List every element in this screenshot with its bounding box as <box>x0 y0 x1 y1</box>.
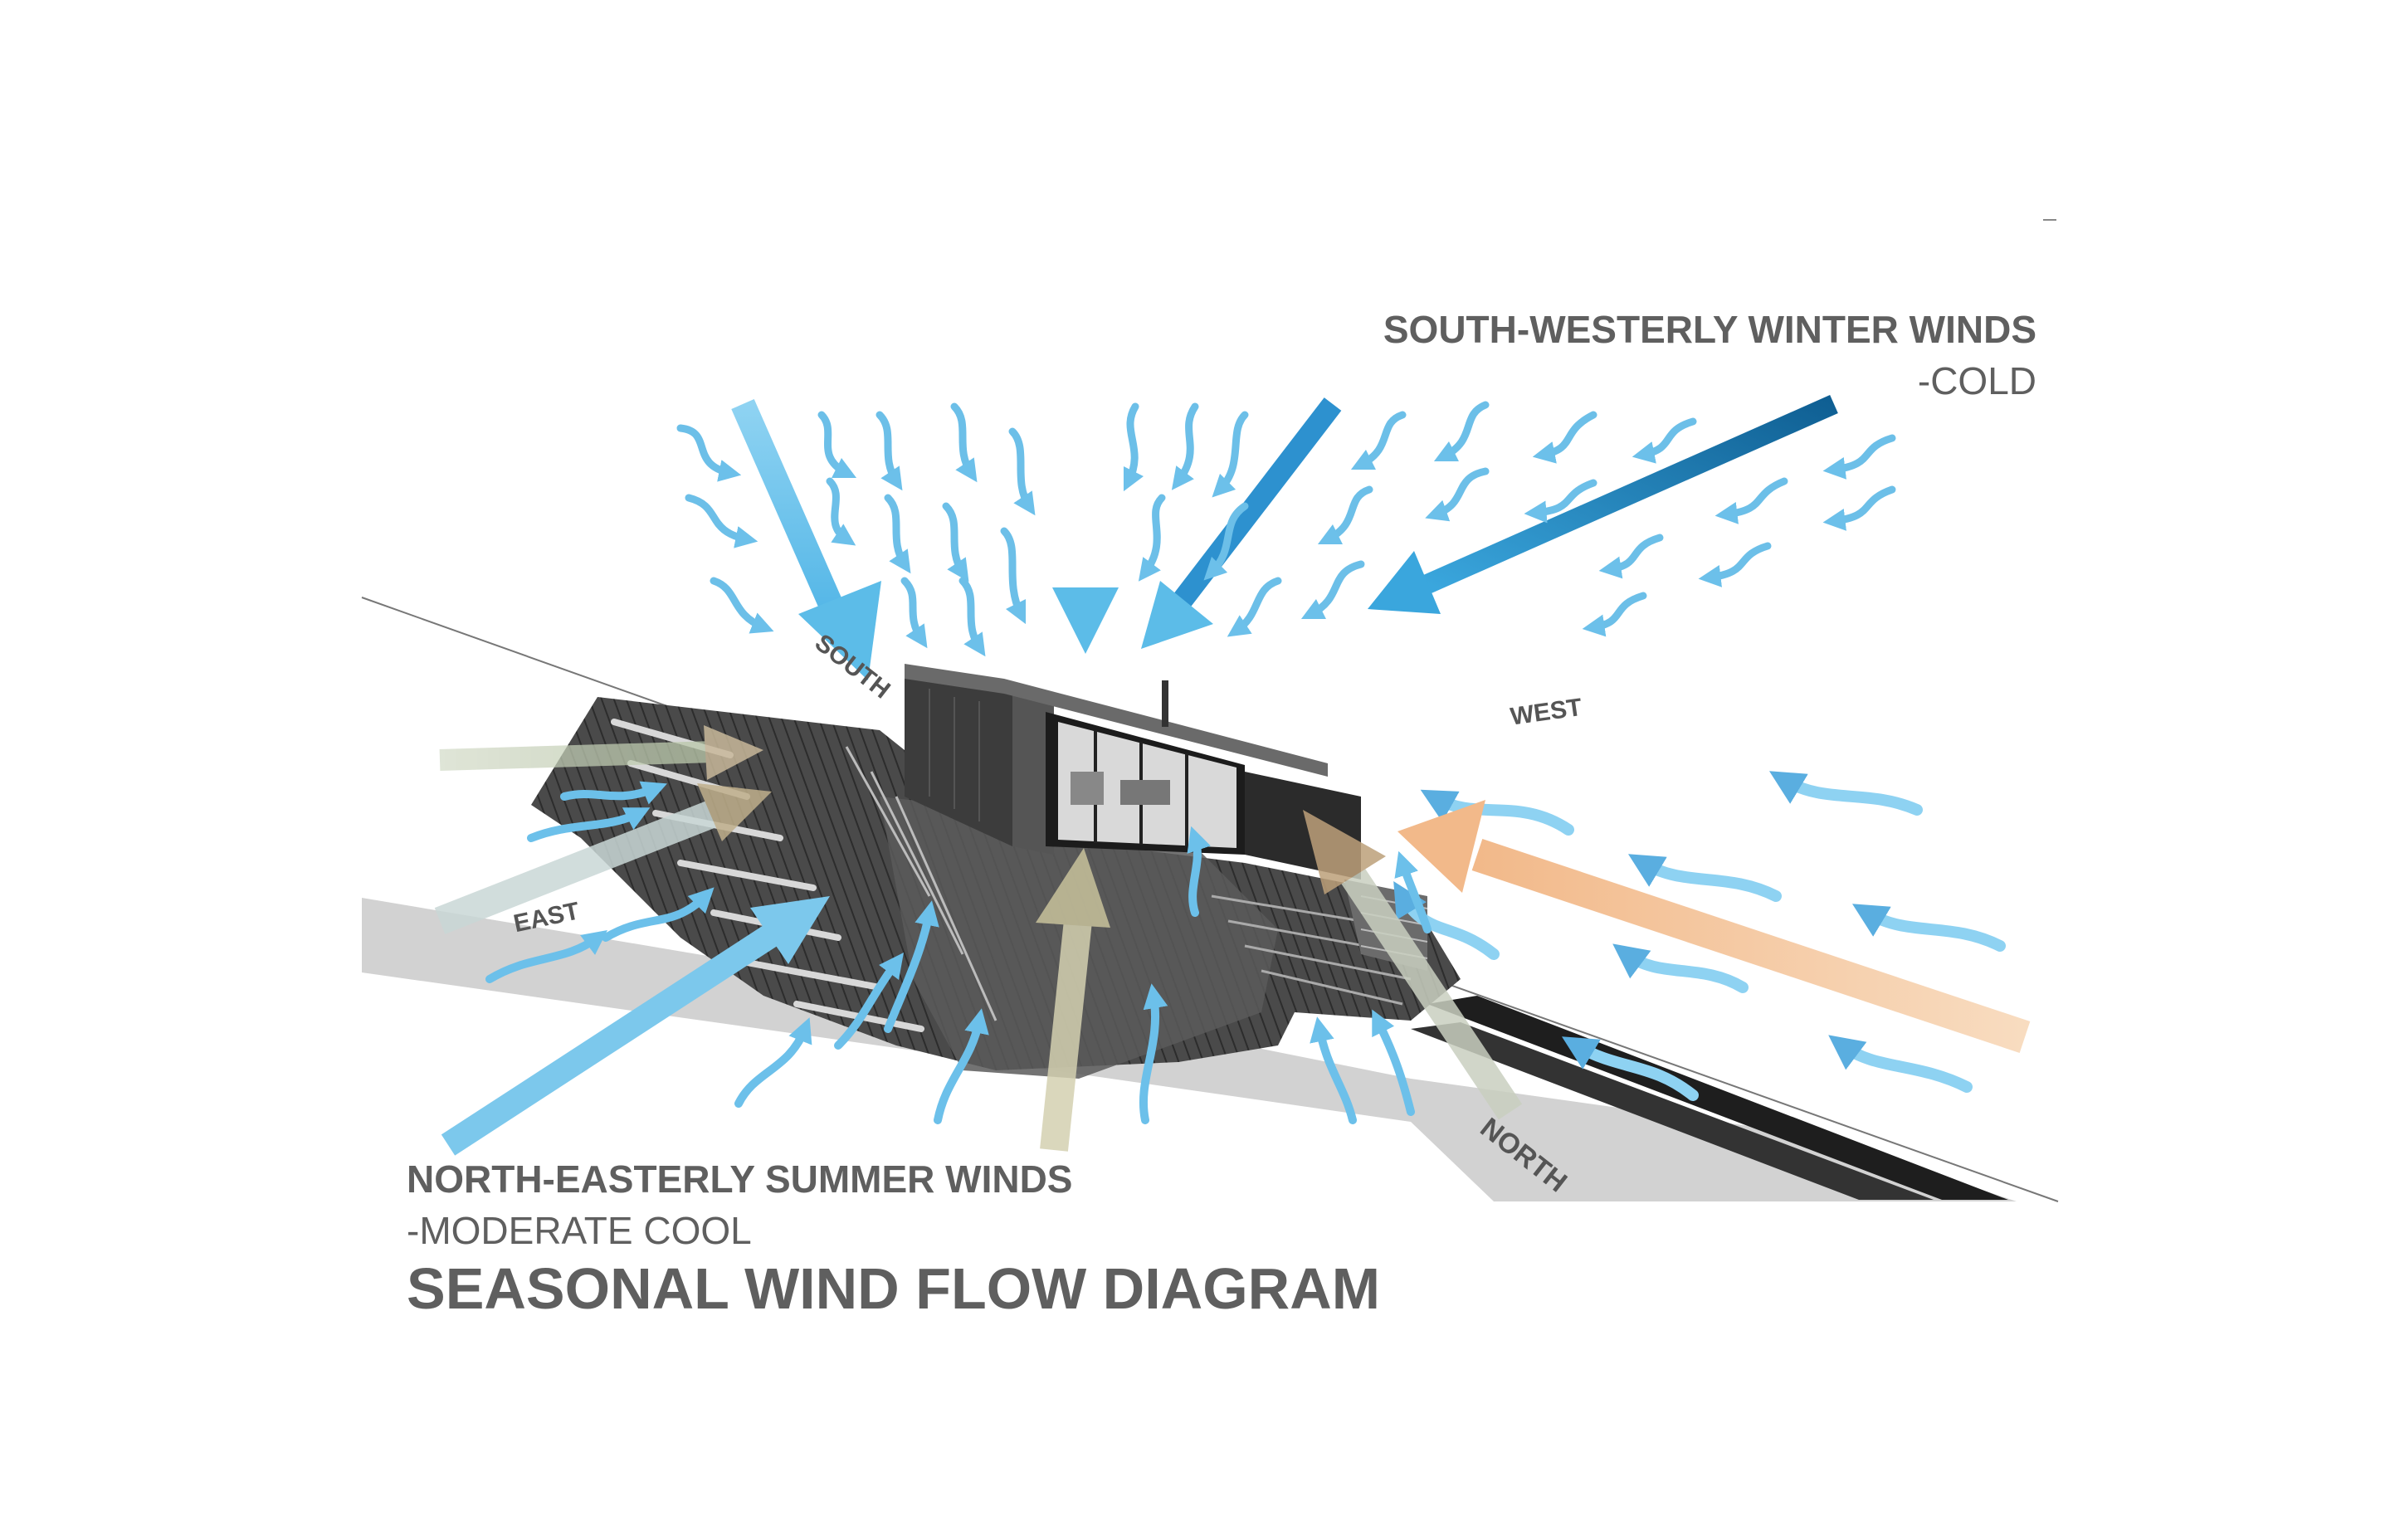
winter-winds-title: SOUTH-WESTERLY WINTER WINDS <box>1383 308 2036 351</box>
house-icon <box>905 664 1428 971</box>
winter-arrows-small <box>676 401 1896 657</box>
corner-dash <box>2043 219 2056 221</box>
wind-arrow-icon <box>731 398 854 636</box>
wind-arrow-icon <box>798 581 881 680</box>
winter-arrows-large <box>731 395 1838 680</box>
wind-arrow-icon <box>1052 587 1119 654</box>
winter-winds-subtitle: -COLD <box>1917 359 2036 402</box>
summer-arrow-west <box>1397 800 2031 1053</box>
wind-arrow-icon <box>1141 581 1213 649</box>
wind-arrow-icon <box>1368 551 1441 614</box>
summer-arrows-northeast <box>434 725 1523 1152</box>
terrain-dark-strip-2 <box>1411 1022 1934 1200</box>
summer-wavy-arrows <box>485 781 1432 1124</box>
wind-arrow-icon <box>1397 800 1485 893</box>
wind-arrow-icon <box>441 919 788 1156</box>
summer-winds-title: NORTH-EASTERLY SUMMER WINDS <box>407 1157 1073 1201</box>
diagram-title: SEASONAL WIND FLOW DIAGRAM <box>407 1256 1381 1321</box>
wind-arrow-icon <box>1471 839 2031 1053</box>
west-arrows <box>1393 771 2006 1101</box>
wind-arrow-icon <box>750 896 830 964</box>
summer-arrows-blue <box>441 896 830 1156</box>
wind-arrow-icon <box>1168 397 1342 614</box>
summer-winds-subtitle: -MODERATE COOL <box>407 1209 752 1252</box>
wind-arrow-icon <box>1423 395 1838 593</box>
